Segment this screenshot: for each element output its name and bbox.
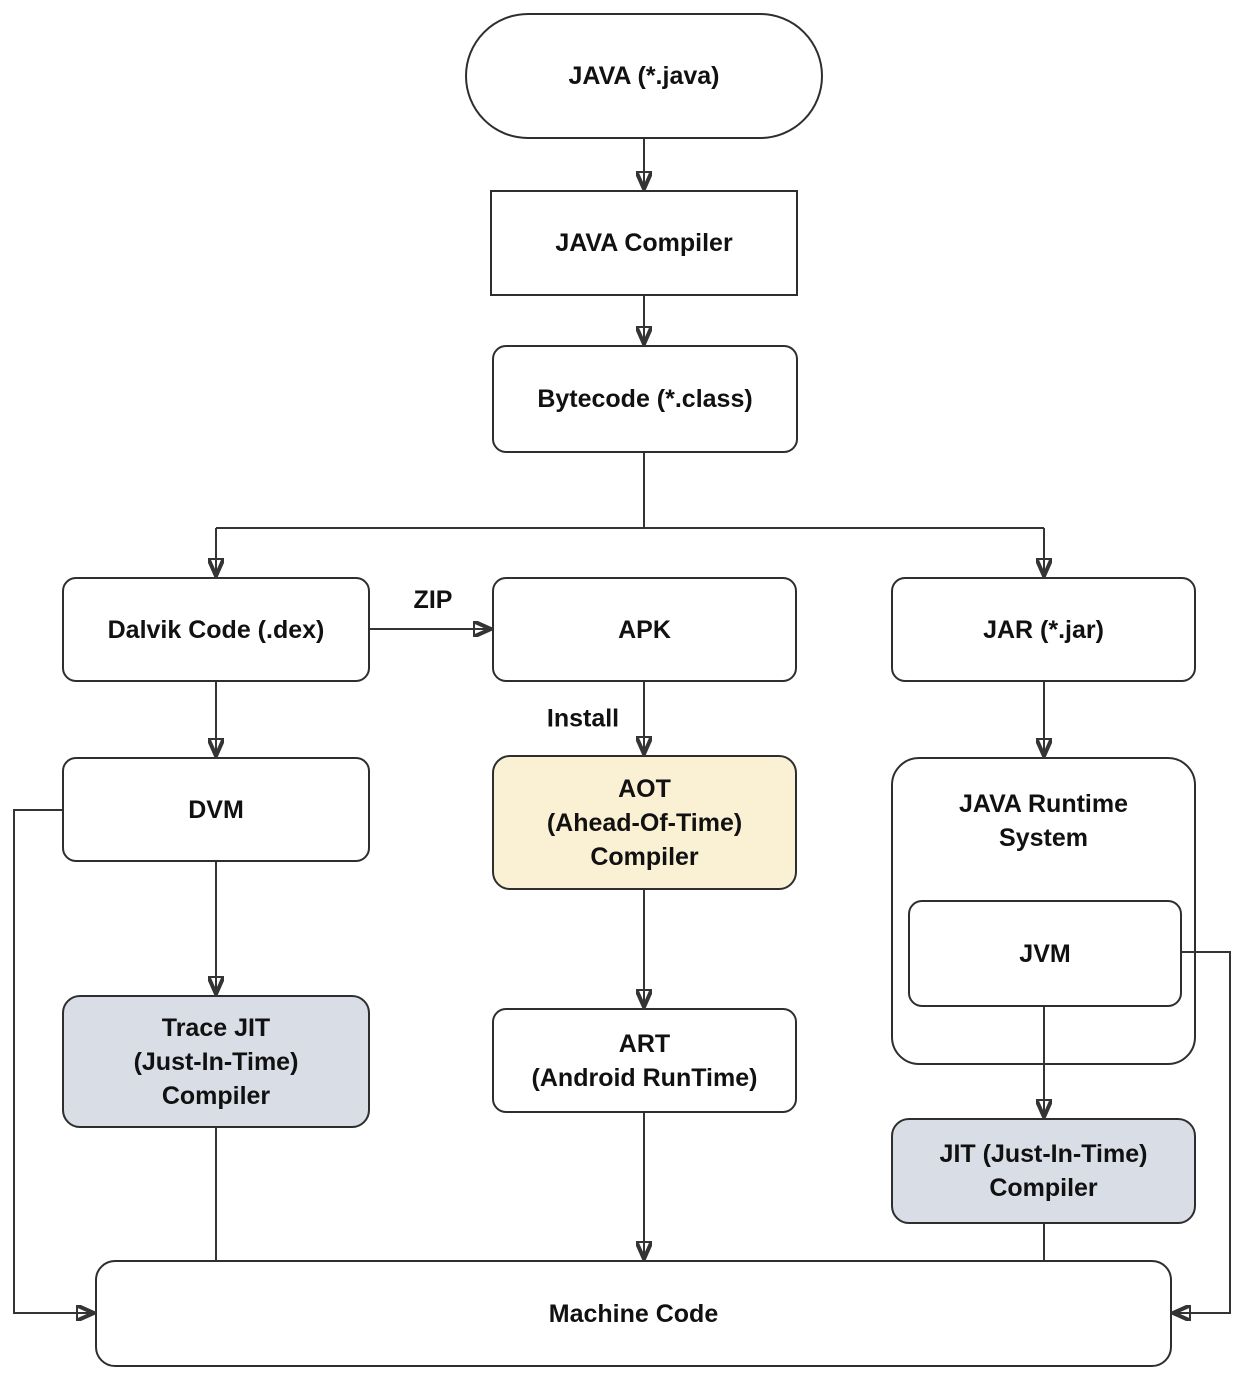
node-dalvik-code: Dalvik Code (.dex) <box>62 577 370 682</box>
node-bytecode: Bytecode (*.class) <box>492 345 798 453</box>
aot-label-line2: (Ahead-Of-Time) <box>546 808 743 837</box>
node-jar: JAR (*.jar) <box>891 577 1196 682</box>
java-compiler-label: JAVA Compiler <box>555 229 733 257</box>
trace-jit-label-line3: Compiler <box>161 1081 271 1110</box>
node-trace-jit-compiler: Trace JIT (Just-In-Time) Compiler <box>62 995 370 1128</box>
jrs-label-line1: JAVA Runtime <box>959 790 1128 818</box>
node-machine-code: Machine Code <box>95 1260 1172 1367</box>
apk-label: APK <box>618 615 671 644</box>
node-apk: APK <box>492 577 797 682</box>
edge-label-zip: ZIP <box>413 586 453 614</box>
node-jit-compiler: JIT (Just-In-Time) Compiler <box>891 1118 1196 1224</box>
aot-label-line3: Compiler <box>590 842 699 871</box>
dvm-label: DVM <box>188 795 244 824</box>
art-label-line1: ART <box>618 1029 671 1058</box>
java-source-label: JAVA (*.java) <box>568 62 720 90</box>
jar-label: JAR (*.jar) <box>983 615 1104 644</box>
aot-label-line1: AOT <box>618 774 671 803</box>
trace-jit-label-line2: (Just-In-Time) <box>133 1047 299 1076</box>
jit-label-line2: Compiler <box>989 1174 1098 1202</box>
art-label-line2: (Android RunTime) <box>531 1063 758 1092</box>
node-aot-compiler: AOT (Ahead-Of-Time) Compiler <box>492 755 797 890</box>
node-dvm: DVM <box>62 757 370 862</box>
trace-jit-label-line1: Trace JIT <box>161 1013 271 1042</box>
machine-code-label: Machine Code <box>548 1299 719 1328</box>
dalvik-code-label: Dalvik Code (.dex) <box>107 615 325 644</box>
edge-label-install: Install <box>546 704 620 733</box>
jrs-label-line2: System <box>999 824 1088 852</box>
node-jvm: JVM <box>908 900 1182 1007</box>
node-java-compiler: JAVA Compiler <box>490 190 798 296</box>
jit-label-line1: JIT (Just-In-Time) <box>939 1140 1148 1168</box>
bytecode-label: Bytecode (*.class) <box>537 385 753 413</box>
jvm-label: JVM <box>1019 939 1071 968</box>
node-java-source: JAVA (*.java) <box>465 13 823 139</box>
node-art: ART (Android RunTime) <box>492 1008 797 1113</box>
